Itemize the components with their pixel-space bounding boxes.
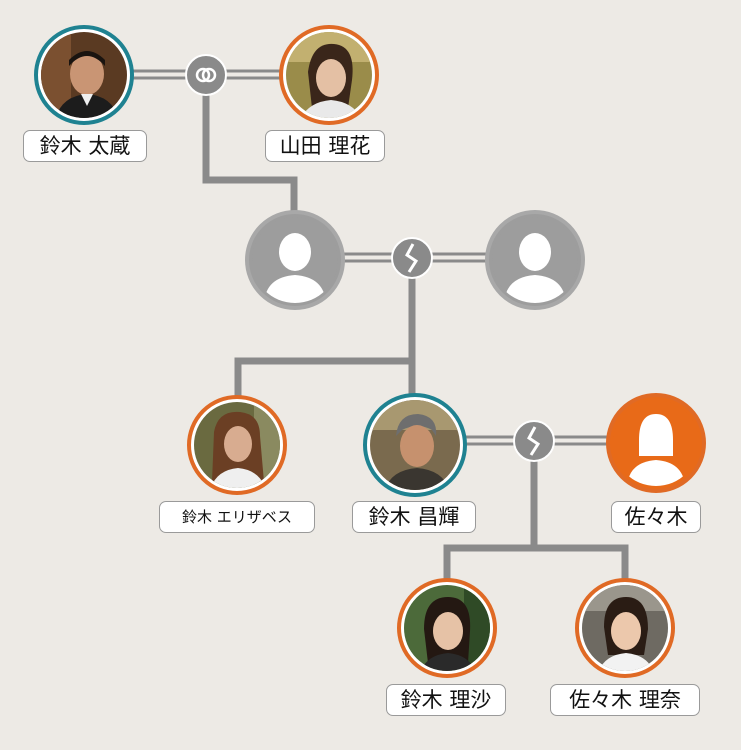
divorce-zigzag-icon (391, 237, 433, 279)
name-label-elizabeth: 鈴木 エリザベス (159, 501, 315, 533)
woman-silhouette-icon (613, 400, 699, 486)
person-photo-parent2[interactable] (485, 210, 585, 310)
name-label-masaki: 鈴木 昌輝 (352, 501, 476, 533)
name-label-taizo: 鈴木 太蔵 (23, 130, 147, 162)
person-photo-rika[interactable] (279, 25, 379, 125)
marriage-rings-icon (185, 54, 227, 96)
person-photo-sasaki[interactable] (606, 393, 706, 493)
woman-photo-icon (286, 32, 372, 118)
person-silhouette-icon (492, 217, 578, 303)
older-man-photo-icon (370, 400, 460, 490)
girl-photo-icon (582, 585, 668, 671)
girl-photo-icon (404, 585, 490, 671)
divorce-zigzag-icon (513, 420, 555, 462)
person-photo-taizo[interactable] (34, 25, 134, 125)
name-label-rina: 佐々木 理奈 (550, 684, 700, 716)
name-label-sasaki: 佐々木 (611, 501, 701, 533)
person-photo-elizabeth[interactable] (187, 395, 287, 495)
man-photo-icon (41, 32, 127, 118)
woman-photo-icon (194, 402, 280, 488)
person-photo-rina[interactable] (575, 578, 675, 678)
name-label-risa: 鈴木 理沙 (386, 684, 506, 716)
person-silhouette-icon (252, 217, 338, 303)
person-photo-parent1[interactable] (245, 210, 345, 310)
name-label-rika: 山田 理花 (265, 130, 385, 162)
person-photo-risa[interactable] (397, 578, 497, 678)
person-photo-masaki[interactable] (363, 393, 467, 497)
